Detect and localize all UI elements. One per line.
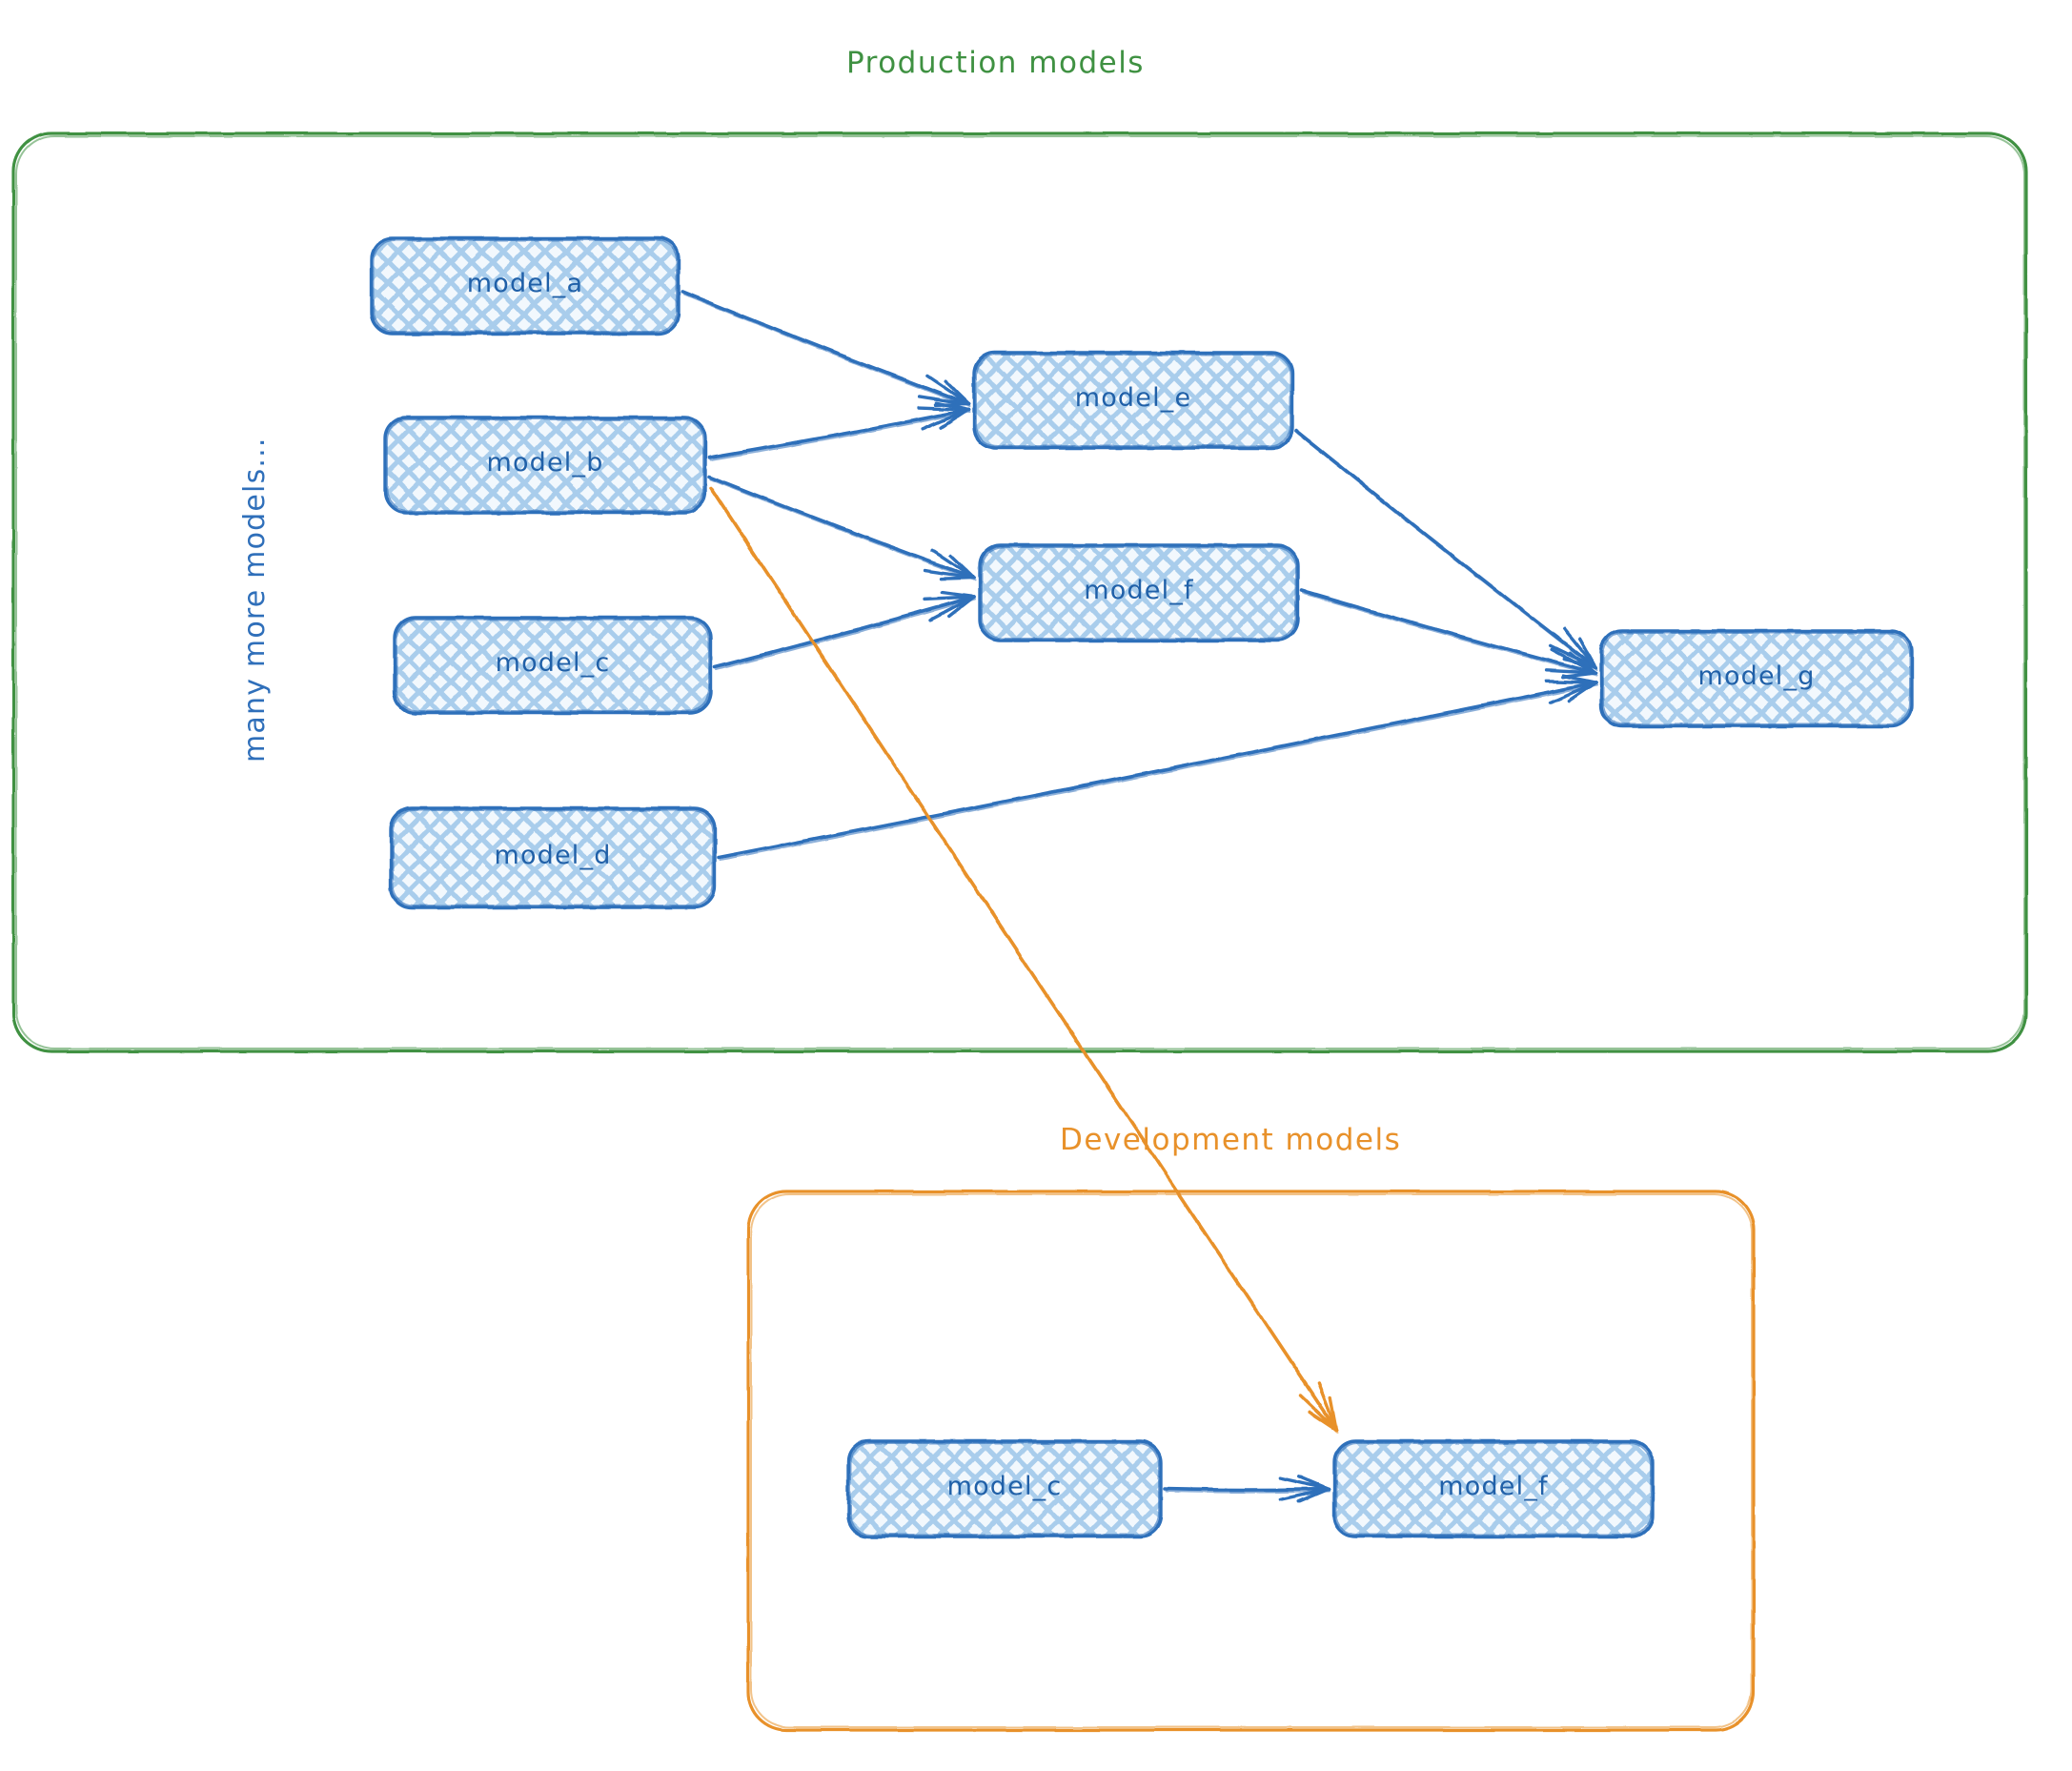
node-border xyxy=(373,239,678,333)
node-border xyxy=(1599,629,1914,728)
node-border xyxy=(1602,632,1911,725)
arrowhead-barb xyxy=(925,375,970,406)
arrowhead xyxy=(923,590,976,621)
production-group-container-sketch xyxy=(15,135,2025,1049)
edge-stroke xyxy=(1294,429,1597,669)
model-node[interactable] xyxy=(1599,629,1914,728)
arrowhead xyxy=(923,548,976,580)
arrowhead-barb xyxy=(923,568,976,580)
edge-c-to-f xyxy=(713,590,976,671)
node-border xyxy=(981,546,1297,640)
edge-d-to-g xyxy=(717,674,1597,862)
arrowhead xyxy=(1298,1381,1338,1432)
model-node[interactable] xyxy=(972,351,1294,450)
edge-b-to-e xyxy=(707,400,970,461)
arrowhead-barb xyxy=(1562,626,1597,669)
edge-stroke xyxy=(709,411,970,461)
arrowhead-barb xyxy=(1278,1476,1331,1491)
model-node[interactable] xyxy=(393,616,713,715)
model-node[interactable] xyxy=(383,416,707,515)
arrowhead-barb xyxy=(921,408,970,432)
arrowhead-barb xyxy=(1544,668,1597,675)
development-group-title: Development models xyxy=(1060,1123,1402,1157)
node-border xyxy=(849,1442,1160,1536)
edge-devc-to-devf xyxy=(1163,1475,1331,1503)
arrowhead-barb xyxy=(917,406,970,412)
edge-stroke xyxy=(719,683,1597,862)
edge-stroke xyxy=(1163,1487,1331,1492)
node-border xyxy=(383,416,707,515)
production-group-container xyxy=(11,132,2028,1053)
arrowhead-barb xyxy=(1278,1487,1331,1502)
edge-stroke xyxy=(713,595,976,669)
arrowhead-barb xyxy=(1316,1381,1338,1432)
edge-f-to-g xyxy=(1300,589,1597,680)
node-border xyxy=(846,1439,1163,1538)
node-border xyxy=(1335,1442,1652,1536)
edge-b-to-devf xyxy=(709,486,1338,1434)
arrowhead xyxy=(917,400,970,432)
node-fill xyxy=(372,238,679,334)
development-group-container-sketch xyxy=(750,1193,1753,1728)
edge-a-to-e xyxy=(681,290,970,408)
node-fill xyxy=(385,417,705,513)
arrowhead xyxy=(1278,1475,1331,1503)
model-node[interactable] xyxy=(978,543,1300,642)
edge-stroke xyxy=(711,489,1338,1434)
edge-stroke xyxy=(709,478,976,581)
node-border xyxy=(978,543,1300,642)
edge-stroke xyxy=(1300,589,1597,675)
development-group-container xyxy=(746,1190,1756,1732)
node-fill xyxy=(848,1441,1161,1537)
model-node[interactable] xyxy=(1332,1439,1655,1538)
group-nodes xyxy=(370,236,1914,1538)
edge-stroke xyxy=(1302,592,1597,677)
arrowhead-barb xyxy=(1548,681,1597,704)
arrowhead-barb xyxy=(928,595,976,621)
edge-stroke xyxy=(682,293,970,408)
group-containers xyxy=(11,132,2028,1732)
node-fill xyxy=(974,353,1292,448)
arrowhead-barb xyxy=(1298,1394,1338,1432)
node-border xyxy=(396,619,710,712)
edge-stroke xyxy=(715,598,976,671)
edge-stroke xyxy=(717,681,1597,860)
arrowhead-barb xyxy=(930,548,976,580)
node-border xyxy=(392,809,714,906)
model-node[interactable] xyxy=(389,806,717,909)
arrowhead-barb xyxy=(1550,647,1597,675)
node-border xyxy=(975,354,1291,447)
node-border xyxy=(386,418,704,512)
edge-stroke xyxy=(681,290,970,406)
node-fill xyxy=(395,618,711,713)
arrowhead-barb xyxy=(923,595,976,601)
edge-stroke xyxy=(1296,432,1597,671)
node-border xyxy=(370,236,681,336)
edge-stroke xyxy=(707,475,976,580)
arrowhead-barb xyxy=(917,395,970,406)
node-fill xyxy=(391,808,715,907)
group-edges xyxy=(681,290,1597,1503)
node-border xyxy=(1332,1439,1655,1538)
node-border xyxy=(389,806,717,909)
edge-b-to-f xyxy=(707,475,976,581)
node-fill xyxy=(1601,631,1912,726)
node-border xyxy=(393,616,713,715)
edge-stroke xyxy=(707,408,970,459)
edge-stroke xyxy=(1165,1490,1331,1494)
arrowhead xyxy=(1544,674,1597,704)
edge-e-to-g xyxy=(1294,429,1597,671)
production-group-title: Production models xyxy=(846,46,1145,80)
arrowhead xyxy=(1544,647,1597,680)
node-fill xyxy=(980,545,1298,641)
model-node[interactable] xyxy=(370,236,681,336)
node-fill xyxy=(1334,1441,1653,1537)
model-node[interactable] xyxy=(846,1439,1163,1538)
node-border xyxy=(972,351,1294,450)
